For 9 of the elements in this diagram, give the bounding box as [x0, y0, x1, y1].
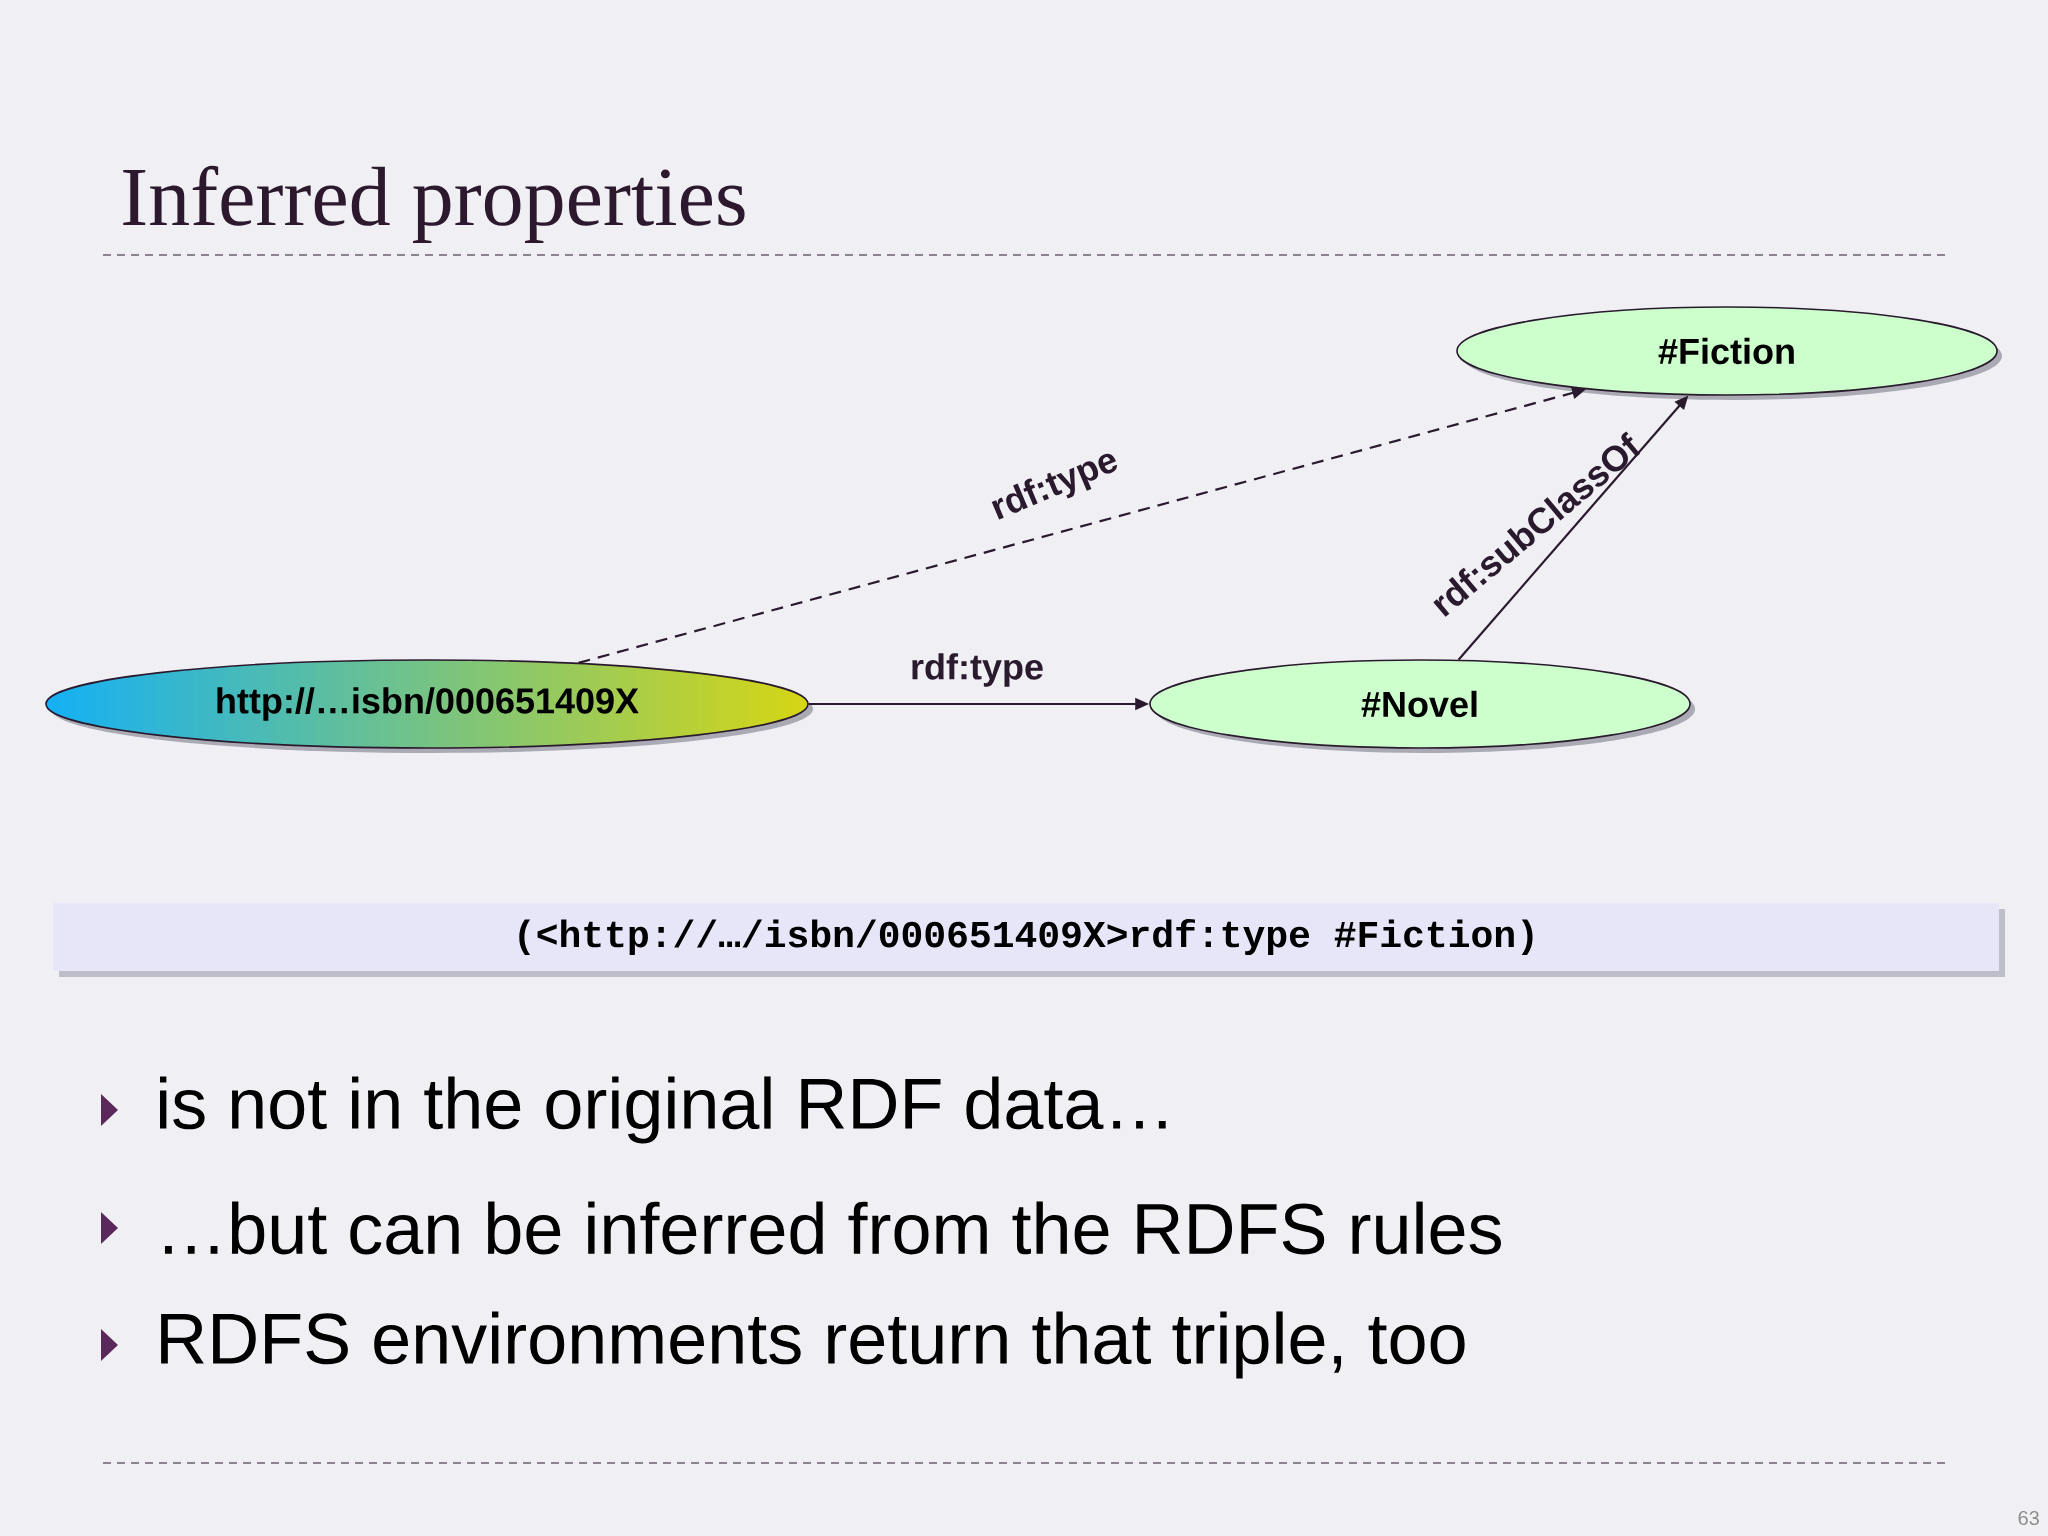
page-number: 63 [2018, 1510, 2039, 1526]
slide-title: Inferred properties [123, 165, 745, 243]
ellipse-node: #Novel [1149, 659, 1691, 749]
bullet-item: …but can be inferred from the RDFS rules [101, 1201, 1501, 1255]
bullet-item: is not in the original RDF data… [101, 1076, 1166, 1144]
code-box: (<http://…/isbn/000651409X>rdf:type #Fiction) [53, 903, 1999, 971]
edge-label: rdf:type [912, 653, 1043, 687]
ellipse-node: #Fiction [1456, 306, 1998, 396]
bullet-item: RDFS environments return that triple, too [101, 1311, 1465, 1379]
